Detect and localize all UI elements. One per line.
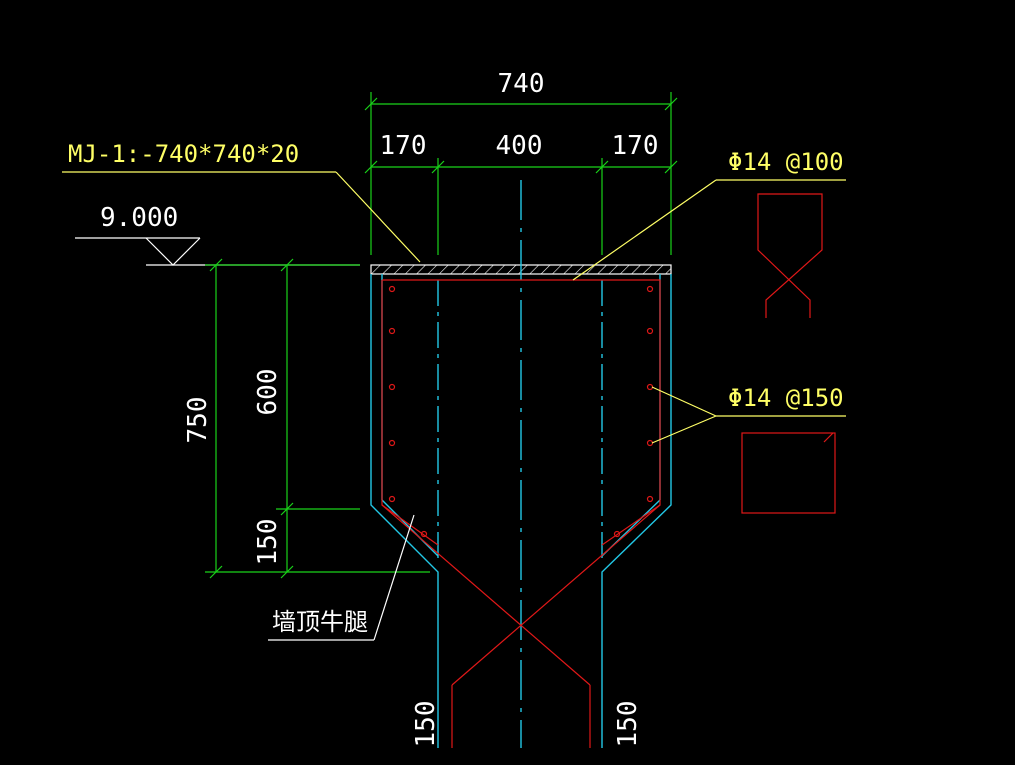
dimension-150-label: 150: [253, 519, 283, 566]
dimension-400-label: 400: [496, 131, 543, 161]
stirrup-rebar-annotation: Φ14 @100: [572, 148, 846, 318]
wall-left-150-label: 150: [411, 701, 441, 748]
corbel-name-annotation: 墙顶牛腿: [268, 514, 415, 641]
corbel-rebar: [381, 279, 661, 748]
dimension-170-left-label: 170: [380, 131, 427, 161]
dimension-750-label: 750: [183, 397, 213, 444]
side-rebar-label: Φ14 @150: [728, 384, 844, 412]
dimension-170-right-label: 170: [612, 131, 659, 161]
dimension-600-label: 600: [253, 369, 283, 416]
embedded-plate-label: MJ-1:-740*740*20: [68, 140, 299, 168]
stirrup-rebar-label: Φ14 @100: [728, 148, 844, 176]
dimension-chain-top: 170 400 170: [364, 131, 678, 255]
dimension-overall-width: 740: [364, 69, 678, 255]
side-rebar-shape-detail: [741, 432, 836, 514]
embedded-plate-annotation: MJ-1:-740*740*20: [62, 140, 421, 263]
dimension-vertical-chain: 750 600 150: [183, 258, 430, 579]
dimension-740-label: 740: [498, 69, 545, 99]
wall-right-150-label: 150: [613, 701, 643, 748]
elevation-mark: 9.000: [75, 203, 360, 266]
side-rebar-annotation: Φ14 @150: [651, 384, 846, 514]
stirrup-shape-detail: [757, 193, 823, 318]
corbel-name-label: 墙顶牛腿: [272, 608, 368, 636]
elevation-label: 9.000: [100, 203, 178, 233]
